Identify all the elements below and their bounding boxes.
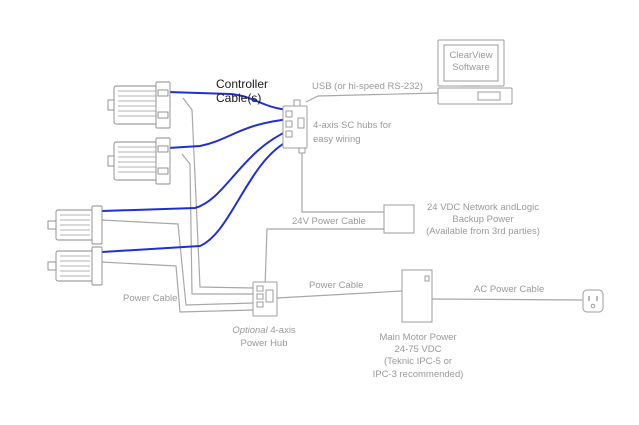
controller-cables-label-2: Cable(s) bbox=[216, 91, 261, 105]
ac-power-cable bbox=[431, 298, 583, 301]
controller-cable-1 bbox=[167, 91, 291, 111]
hub-icon bbox=[252, 281, 278, 317]
optional-hub-suffix: 4-axis bbox=[268, 325, 296, 336]
v24-cable-label: 24V Power Cable bbox=[292, 216, 366, 227]
hub-icon bbox=[282, 99, 308, 154]
controller-cable-3 bbox=[101, 129, 291, 212]
controller-cables bbox=[101, 91, 291, 253]
usb-label: USB (or hi-speed RS-232) bbox=[312, 81, 423, 92]
controller-cable-2 bbox=[167, 118, 291, 149]
optional-hub-label-1: Optional 4-axis bbox=[232, 325, 296, 336]
network-power-cable bbox=[301, 150, 384, 213]
main-power-label-3: (Teknic IPC-5 or bbox=[384, 356, 452, 367]
optional-hub-label-2: Power Hub bbox=[241, 338, 288, 349]
backup-power-label-2: Backup Power bbox=[452, 214, 513, 225]
backup-power-supply bbox=[383, 204, 415, 234]
software-label-2: Software bbox=[452, 62, 490, 73]
motor-power-cable-3 bbox=[100, 219, 254, 306]
computer-icon bbox=[437, 39, 513, 105]
gray-wires bbox=[100, 92, 583, 313]
outlet-icon bbox=[582, 289, 604, 313]
motor-power-cable-label: Power Cable bbox=[123, 293, 177, 304]
main-power-label-4: IPC-3 recommended) bbox=[373, 369, 464, 380]
servo-motor-icon bbox=[47, 246, 103, 286]
servo-motor-icon bbox=[107, 137, 171, 185]
servo-motor-icon bbox=[107, 81, 171, 129]
optional-word: Optional bbox=[232, 325, 268, 336]
backup-power-label-1: 24 VDC Network andLogic bbox=[427, 202, 539, 213]
main-power-label-2: 24-75 VDC bbox=[395, 344, 442, 355]
sc-hubs-label-1: 4-axis SC hubs for bbox=[313, 120, 391, 131]
power-supply-icon bbox=[401, 269, 433, 323]
controller-cable-4 bbox=[101, 139, 291, 253]
ac-cable-label: AC Power Cable bbox=[474, 284, 544, 295]
v24-power-cable bbox=[264, 228, 384, 288]
controller-cables-label-1: Controller bbox=[216, 77, 268, 91]
main-power-cable bbox=[276, 290, 403, 299]
usb-cable bbox=[305, 92, 439, 103]
software-label-1: ClearView bbox=[449, 50, 492, 61]
main-power-label-1: Main Motor Power bbox=[379, 332, 456, 343]
motor-power-cable-1 bbox=[182, 97, 254, 289]
servo-motor-icon bbox=[47, 205, 103, 245]
backup-power-label-3: (Available from 3rd parties) bbox=[426, 226, 540, 237]
motor-power-cable-4 bbox=[100, 261, 254, 313]
motor-power-cable-2 bbox=[181, 153, 253, 295]
power-cable-label: Power Cable bbox=[309, 280, 363, 291]
sc-hubs-label-2: easy wiring bbox=[313, 134, 361, 145]
